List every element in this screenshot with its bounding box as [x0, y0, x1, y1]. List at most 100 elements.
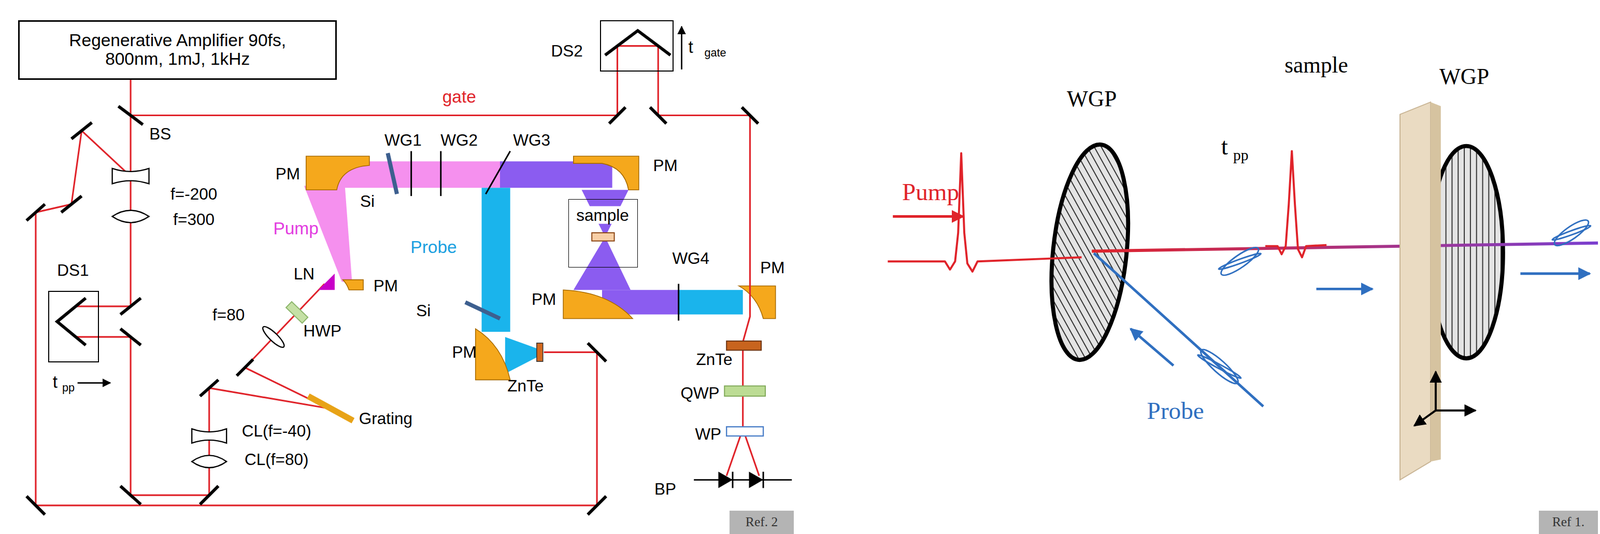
time-delay-symbol: t	[52, 372, 58, 392]
probe-pulse	[1196, 352, 1242, 380]
component-label: ZnTe	[507, 376, 544, 395]
rotation-axes	[1414, 371, 1476, 426]
component-label: WG3	[512, 130, 551, 149]
optical-element	[485, 150, 510, 194]
lens	[191, 454, 227, 468]
component-label: WG2	[440, 130, 478, 149]
optical-element	[724, 385, 766, 396]
sample-slab	[1430, 102, 1441, 462]
beam-label: gate	[442, 87, 477, 107]
mirror	[587, 343, 606, 362]
balanced-photodiode	[693, 471, 792, 489]
parabolic-mirror	[573, 155, 639, 190]
component-label: WGP	[1439, 64, 1490, 90]
mirror	[71, 122, 92, 139]
delay-stage-box: DS2	[600, 20, 674, 71]
lens-label: f=300	[173, 210, 215, 229]
laser-beam	[81, 130, 126, 172]
component-label: HWP	[303, 321, 342, 340]
laser-beam	[35, 130, 597, 506]
component-label: PM	[451, 343, 477, 362]
mirror	[120, 297, 141, 315]
rotation-axes	[1414, 410, 1436, 426]
balanced-photodiode	[693, 478, 792, 481]
parabolic-mirror	[738, 285, 776, 319]
sample-chamber-box: sample	[568, 198, 638, 268]
component-label: PM	[373, 276, 398, 295]
optical-element	[465, 302, 500, 319]
component-label: BP	[654, 479, 677, 498]
mirror	[236, 359, 254, 376]
parabolic-mirror	[475, 328, 511, 380]
mirror	[120, 328, 141, 346]
component-label: WG4	[672, 249, 710, 268]
optical-element	[318, 273, 335, 291]
mirror	[200, 379, 219, 397]
time-delay-subscript: pp	[62, 381, 75, 394]
delay-arrow	[680, 26, 683, 70]
pump-pulse	[887, 150, 1598, 271]
optical-element	[286, 301, 308, 323]
optical-element	[677, 283, 680, 321]
component-label: WGP	[1066, 86, 1117, 112]
component-label: Grating	[359, 409, 413, 428]
mirror	[605, 30, 671, 55]
node-label: Regenerative Amplifier 90fs, 800nm, 1mJ,…	[58, 31, 297, 70]
mirror	[587, 495, 606, 514]
reference-text: Ref 1.	[1552, 514, 1585, 530]
thz-probe-beam	[481, 187, 744, 374]
parabolic-mirror	[306, 155, 370, 190]
component-label: ZnTe	[696, 350, 733, 369]
component-label: QWP	[680, 383, 720, 403]
pump-pulse	[1091, 243, 1598, 252]
rotation-axes	[1435, 409, 1476, 412]
thz-probe-beam	[678, 289, 744, 314]
optical-element	[591, 232, 614, 241]
laser-beam	[130, 46, 750, 342]
optical-element	[387, 152, 397, 194]
component-label: Si	[360, 192, 375, 211]
probe-pulse	[1551, 216, 1592, 250]
mirror	[609, 107, 626, 124]
optical-element	[410, 150, 412, 196]
node-label: sample	[574, 205, 632, 224]
thz-combined-beam	[500, 161, 679, 314]
probe-pulse	[1093, 216, 1592, 407]
delay-arrow	[77, 26, 682, 383]
laser-beam	[35, 46, 760, 506]
node-label: DS1	[56, 261, 89, 280]
beam-label: Probe	[1147, 396, 1205, 424]
time-delay-symbol: t	[1221, 132, 1228, 160]
probe-pulse	[1130, 328, 1174, 366]
mirror	[120, 485, 141, 504]
reference-tag: Ref 1.	[1538, 510, 1598, 534]
mirror	[61, 195, 82, 213]
lens	[112, 210, 150, 223]
laser-beam	[75, 283, 329, 495]
optical-element	[286, 150, 766, 436]
lens	[112, 168, 150, 184]
component-label: LN	[293, 264, 315, 283]
beam-label: Probe	[410, 237, 457, 257]
time-delay-subscript: pp	[1233, 146, 1249, 164]
mirror	[650, 107, 667, 124]
component-label: PM	[652, 156, 678, 175]
probe-pulse	[1551, 223, 1592, 242]
lens-label: CL(f=80)	[244, 450, 309, 469]
component-label: Si	[416, 301, 431, 320]
lens-label: CL(f=-40)	[241, 421, 312, 440]
node-label: DS2	[550, 41, 583, 60]
probe-pulse	[1316, 287, 1373, 291]
pump-pulse	[887, 152, 1082, 271]
delay-stage-box: DS1	[48, 290, 99, 363]
optical-element	[439, 150, 442, 196]
component-label: sample	[1284, 52, 1349, 78]
pump-pulse	[1265, 150, 1327, 257]
laser-source-box: Regenerative Amplifier 90fs, 800nm, 1mJ,…	[18, 20, 337, 80]
mirror	[741, 107, 759, 124]
pump-pulse	[892, 215, 964, 218]
optical-element	[726, 340, 762, 351]
component-label: PM	[531, 290, 556, 309]
